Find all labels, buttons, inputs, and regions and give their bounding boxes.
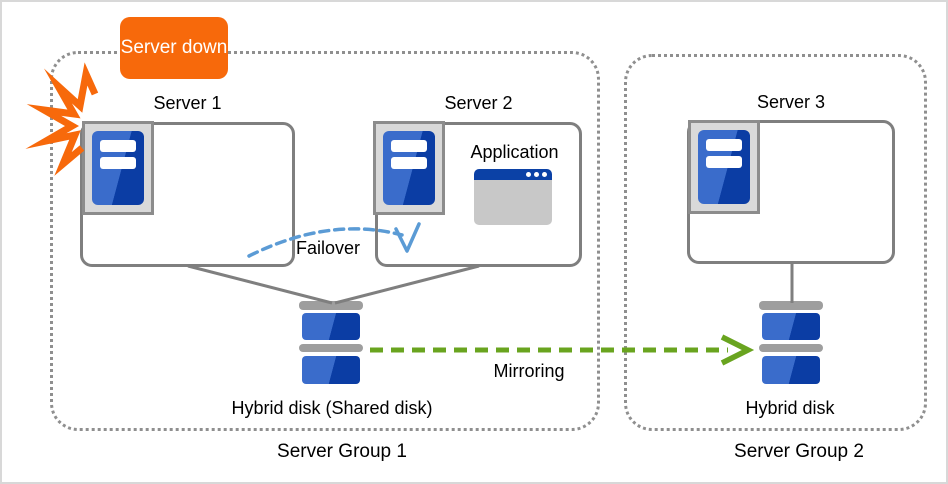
- server-group-1-label: Server Group 1: [277, 441, 407, 462]
- server-icon: [82, 121, 154, 215]
- application-window-icon: [474, 169, 552, 225]
- server-slot: [391, 157, 427, 169]
- server-icon-body: [383, 131, 435, 205]
- window-dot-icon: [534, 172, 539, 177]
- server-slot: [100, 157, 136, 169]
- server-icon: [688, 120, 760, 214]
- server-icon: [373, 121, 445, 215]
- window-dot-icon: [526, 172, 531, 177]
- disk-platter: [302, 356, 360, 384]
- hybrid-disk-label: Hybrid disk: [745, 398, 835, 418]
- server-group-1-container: [50, 51, 600, 431]
- server-slot: [706, 156, 742, 168]
- disk-cap: [759, 301, 823, 310]
- application-titlebar: [474, 169, 552, 180]
- shared-disk-label: Hybrid disk (Shared disk): [231, 398, 433, 418]
- server-slot: [100, 140, 136, 152]
- server-2-label: Server 2: [444, 93, 513, 113]
- server-slot: [706, 139, 742, 151]
- server-icon-body: [92, 131, 144, 205]
- disk-platter: [762, 313, 820, 340]
- server-3-label: Server 3: [756, 92, 826, 112]
- application-label: Application: [470, 142, 559, 162]
- window-dot-icon: [542, 172, 547, 177]
- disk-cap: [299, 301, 363, 310]
- failover-label: Failover: [296, 238, 361, 258]
- server-slot: [391, 140, 427, 152]
- disk-platter: [762, 356, 820, 384]
- disk-cap: [299, 344, 363, 352]
- server-group-2-label: Server Group 2: [734, 441, 864, 462]
- disk-cap: [759, 344, 823, 352]
- hybrid-disk-icon: [299, 301, 363, 384]
- disk-platter: [302, 313, 360, 340]
- mirroring-label: Mirroring: [493, 361, 565, 381]
- server-group-2-container: [624, 54, 927, 431]
- server-down-badge: Server down: [120, 17, 228, 79]
- application-window-body: [474, 180, 552, 225]
- hybrid-disk-icon: [759, 301, 823, 384]
- server-1-label: Server 1: [153, 93, 222, 113]
- server-icon-body: [698, 130, 750, 204]
